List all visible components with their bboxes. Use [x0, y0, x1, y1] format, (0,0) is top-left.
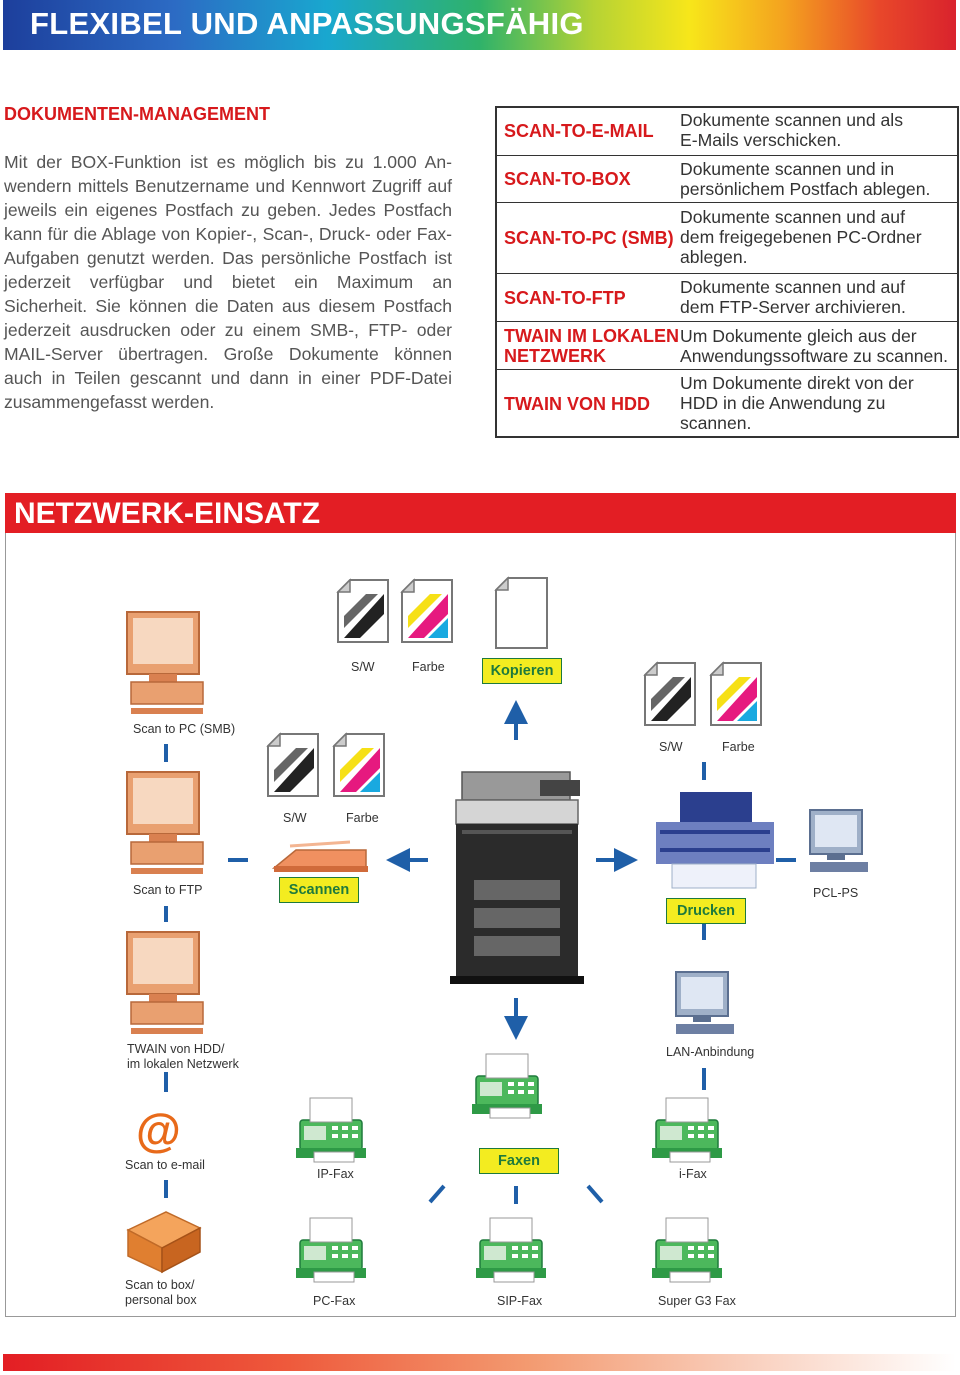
mfp-device-icon: [450, 771, 584, 984]
network-heading-bar: [5, 493, 956, 533]
lan-label: LAN-Anbindung: [666, 1045, 755, 1059]
scan-functions-table: SCAN-TO-E-MAIL Dokumente scannen und als…: [495, 106, 959, 438]
color-label: Farbe: [722, 740, 755, 754]
twain-label-line1: TWAIN von HDD/: [127, 1042, 225, 1056]
document-color-icon: [401, 579, 453, 643]
at-sign-icon: @: [136, 1104, 181, 1156]
scan-type: TWAIN VON HDD: [504, 394, 650, 414]
scanner-icon: [271, 840, 368, 872]
scan-button[interactable]: Scannen: [279, 877, 359, 903]
ip-fax-icon: [295, 1097, 367, 1163]
scan-to-box-label-line2: personal box: [125, 1293, 197, 1307]
network-heading: NETZWERK-EINSATZ: [14, 497, 321, 530]
section-heading: DOKUMENTEN-MANAGEMENT: [4, 104, 270, 124]
footer-gradient-bar: [3, 1354, 956, 1371]
color-label: Farbe: [346, 811, 379, 825]
fax-button[interactable]: Faxen: [479, 1148, 559, 1174]
pcl-ps-label: PCL-PS: [813, 886, 859, 900]
fax-icon: [471, 1053, 543, 1119]
section-body-text: Mit der BOX-Funktion ist es möglich bis …: [4, 152, 452, 412]
header-banner: [3, 0, 956, 50]
scan-to-email-label: Scan to e-mail: [125, 1158, 205, 1172]
table-row: SCAN-TO-PC (SMB) Dokumente scannen und a…: [497, 202, 957, 274]
sip-fax-icon: [475, 1217, 547, 1283]
copy-button[interactable]: Kopieren: [482, 658, 562, 684]
color-label: Farbe: [412, 660, 445, 674]
twain-label-line2: im lokalen Netzwerk: [127, 1057, 239, 1071]
pc-twain-icon: [126, 931, 204, 1035]
scan-to-pc-label: Scan to PC (SMB): [133, 722, 236, 736]
document-blank-icon: [494, 576, 548, 649]
bw-label: S/W: [659, 740, 683, 754]
scan-type: SCAN-TO-BOX: [504, 169, 631, 189]
scan-type: SCAN-TO-PC (SMB): [504, 228, 674, 248]
svg-text:@: @: [136, 1104, 181, 1156]
lan-pc-icon: [675, 971, 735, 1035]
pc-ftp-icon: [126, 771, 204, 875]
sip-fax-label: SIP-Fax: [497, 1294, 543, 1308]
connector-lines: [164, 744, 796, 1204]
document-color-icon: [333, 733, 385, 797]
scan-to-ftp-label: Scan to FTP: [133, 883, 203, 897]
table-row: TWAIN VON HDD Um Dokumente direkt von de…: [497, 369, 957, 437]
i-fax-icon: [651, 1097, 723, 1163]
document-bw-icon: [267, 733, 319, 797]
bw-label: S/W: [283, 811, 307, 825]
pc-fax-label: PC-Fax: [313, 1294, 356, 1308]
pcl-pc-icon: [809, 809, 869, 873]
super-g3-fax-icon: [651, 1217, 723, 1283]
scan-to-box-label-line1: Scan to box/: [125, 1278, 195, 1292]
scan-type: SCAN-TO-E-MAIL: [504, 121, 654, 141]
ip-fax-label: IP-Fax: [317, 1167, 354, 1181]
printer-icon: [656, 792, 774, 889]
flow-arrows: [386, 700, 638, 1040]
document-bw-icon: [337, 579, 389, 643]
document-color-icon: [710, 662, 762, 726]
super-g3-fax-label: Super G3 Fax: [658, 1294, 736, 1308]
document-bw-icon: [644, 662, 696, 726]
print-button[interactable]: Drucken: [666, 898, 746, 924]
box-icon: [126, 1211, 202, 1274]
pc-smb-icon: [126, 611, 204, 715]
i-fax-label: i-Fax: [679, 1167, 707, 1181]
page-title: FLEXIBEL UND ANPASSUNGSFÄHIG: [30, 6, 584, 41]
table-row: SCAN-TO-E-MAIL Dokumente scannen und als…: [497, 108, 957, 155]
pc-fax-icon: [295, 1217, 367, 1283]
bw-label: S/W: [351, 660, 375, 674]
scan-type: SCAN-TO-FTP: [504, 288, 626, 308]
